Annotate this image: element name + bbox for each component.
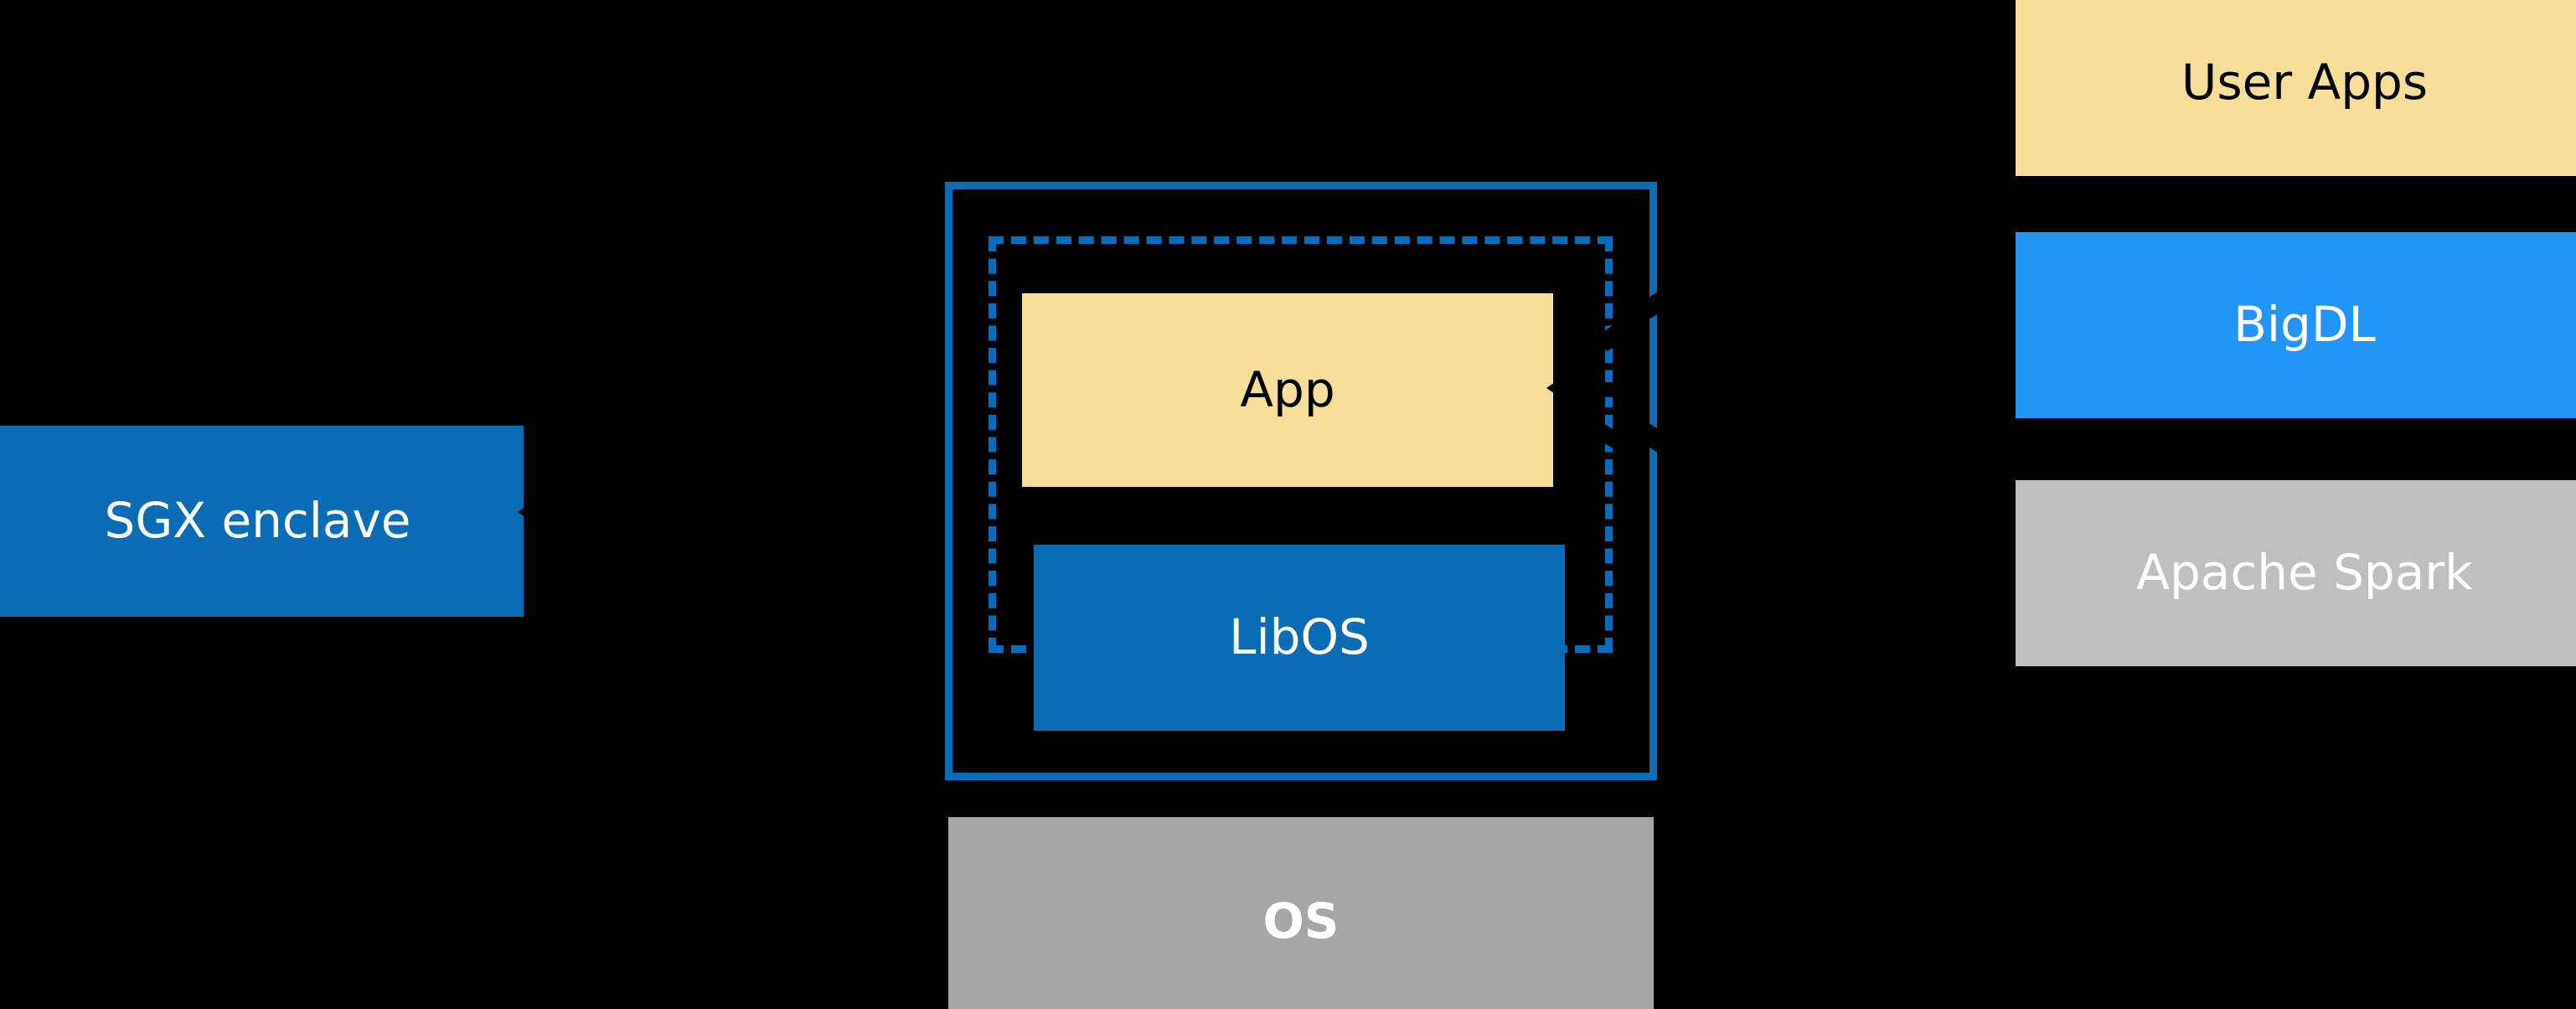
bigdl-label: BigDL [2233, 296, 2376, 354]
apache-spark-label: Apache Spark [2136, 544, 2473, 602]
bigdl-box[interactable]: BigDL [2016, 232, 2576, 418]
os-box[interactable]: OS [948, 817, 1654, 1009]
app-label: App [1240, 360, 1335, 418]
libos-box[interactable]: LibOS [1034, 545, 1565, 731]
sgx-enclave-label: SGX enclave [104, 492, 411, 550]
user-apps-label: User Apps [2181, 54, 2429, 111]
libos-label: LibOS [1229, 608, 1370, 666]
app-connector-arrow-icon [1546, 379, 1560, 397]
os-label: OS [1262, 893, 1340, 950]
apache-spark-box[interactable]: Apache Spark [2016, 480, 2576, 666]
leader-line-break-icon [1597, 382, 1625, 397]
sgx-to-enclave-arrow-icon [518, 503, 531, 521]
user-apps-box[interactable]: User Apps [2016, 0, 2576, 176]
app-box[interactable]: App [1022, 293, 1553, 487]
enclave-boundary-outline [945, 182, 1657, 780]
sgx-enclave-box[interactable]: SGX enclave [0, 426, 524, 617]
